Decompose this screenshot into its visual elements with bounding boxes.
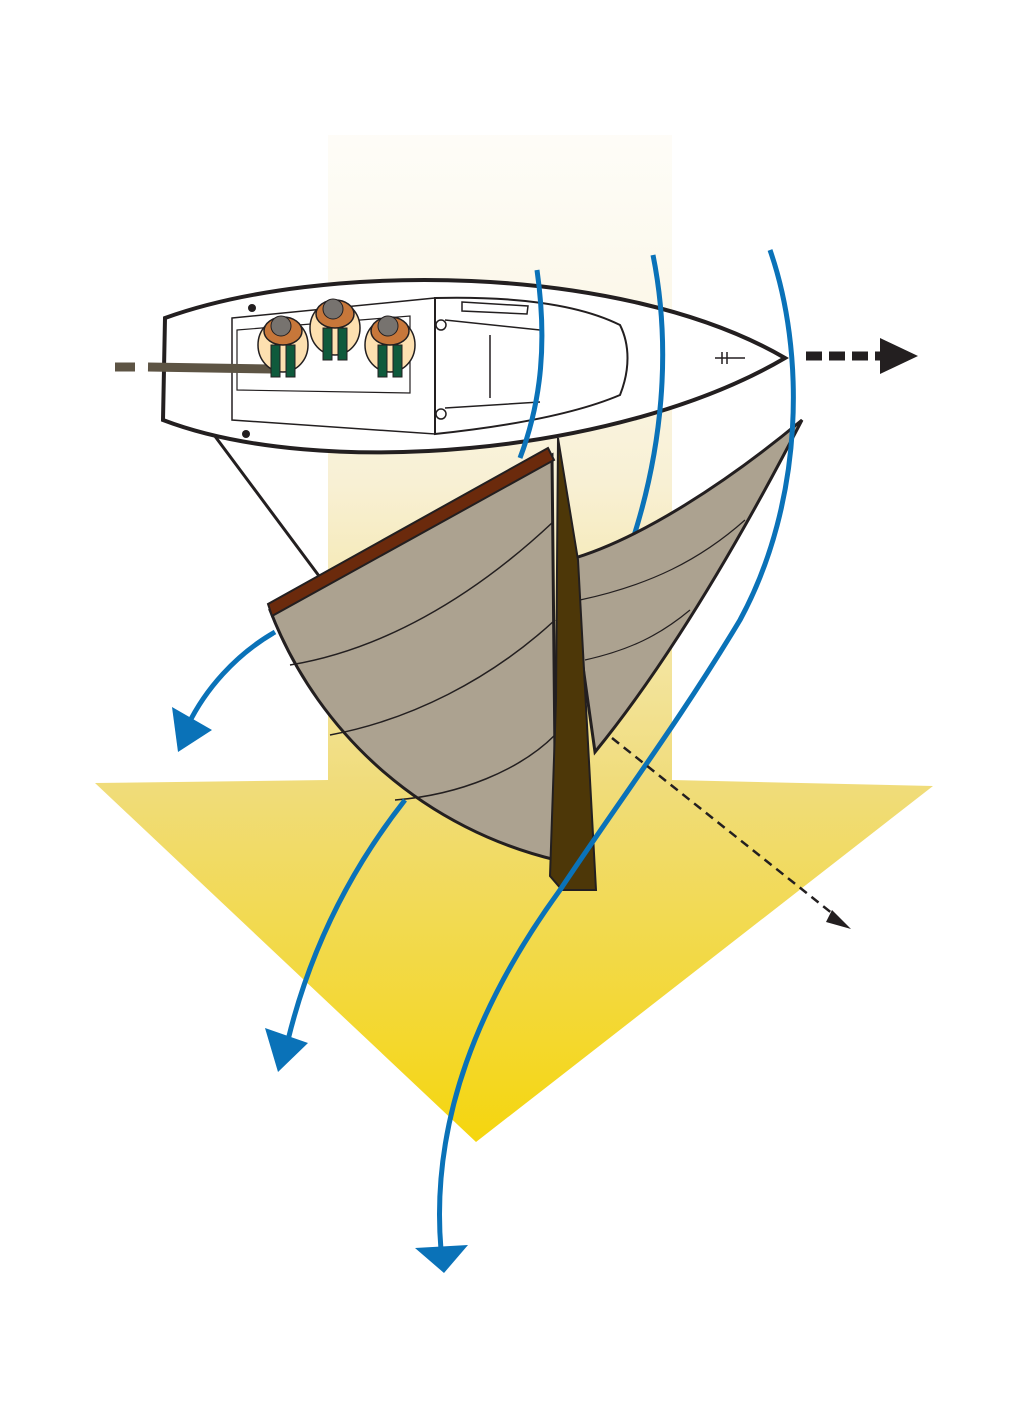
crew-member [257,315,309,378]
airflow-line [517,269,545,459]
airflow-arrow [265,798,407,1072]
crew-member [309,298,361,361]
airflow-arrow [415,249,796,1273]
boom [266,446,556,618]
heeling-force-arrow [611,737,851,929]
tiller [115,362,273,374]
airflow-arrow [172,629,277,752]
boat-motion-arrow [806,338,918,374]
mainsail [268,452,558,862]
airflow-line [629,254,666,543]
crew-member [364,315,416,378]
crew [257,298,416,378]
